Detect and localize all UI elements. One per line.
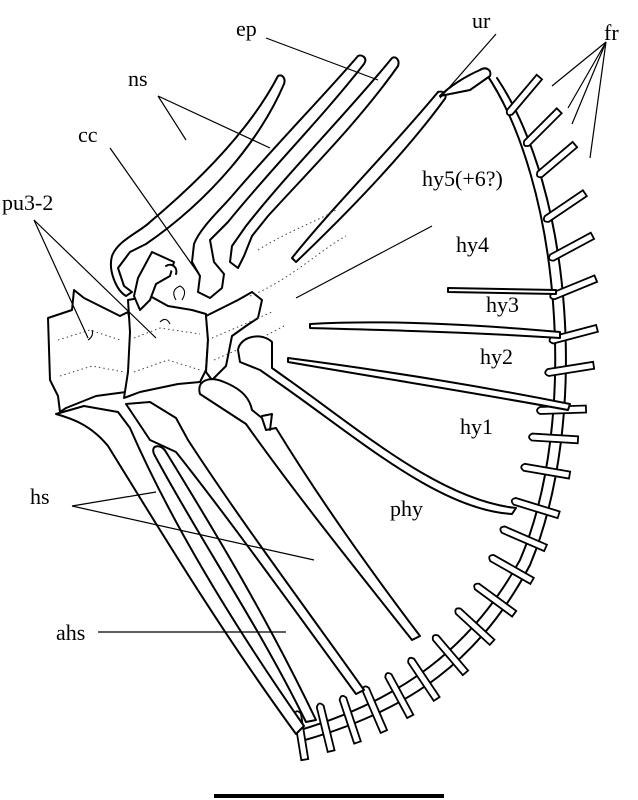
label-ur: ur <box>472 8 491 33</box>
neural-spines <box>111 55 365 310</box>
label-hy3: hy3 <box>486 292 519 317</box>
label-fr: fr <box>604 20 619 45</box>
fin-ray <box>529 434 578 444</box>
label-hy4: hy4 <box>456 232 489 257</box>
preural-centra-pu3-2 <box>48 290 208 412</box>
label-hy5: hy5(+6?) <box>422 166 503 191</box>
label-ns: ns <box>128 66 148 91</box>
fin-ray <box>340 696 361 744</box>
haemal-spines <box>56 379 420 734</box>
label-hy1: hy1 <box>460 414 493 439</box>
fin-ray <box>507 75 542 115</box>
fin-ray <box>537 142 577 177</box>
fin-ray <box>524 108 562 146</box>
label-phy: phy <box>390 496 423 521</box>
label-cc: cc <box>78 122 98 147</box>
fin-ray <box>545 362 594 376</box>
label-hs: hs <box>30 484 50 509</box>
label-ahs: ahs <box>56 620 85 645</box>
fin-ray <box>550 275 597 299</box>
fin-ray <box>317 703 335 751</box>
label-hy2: hy2 <box>480 344 513 369</box>
fin-ray <box>544 190 587 222</box>
label-pu3-2: pu3-2 <box>2 190 53 215</box>
label-ep: ep <box>236 16 257 41</box>
